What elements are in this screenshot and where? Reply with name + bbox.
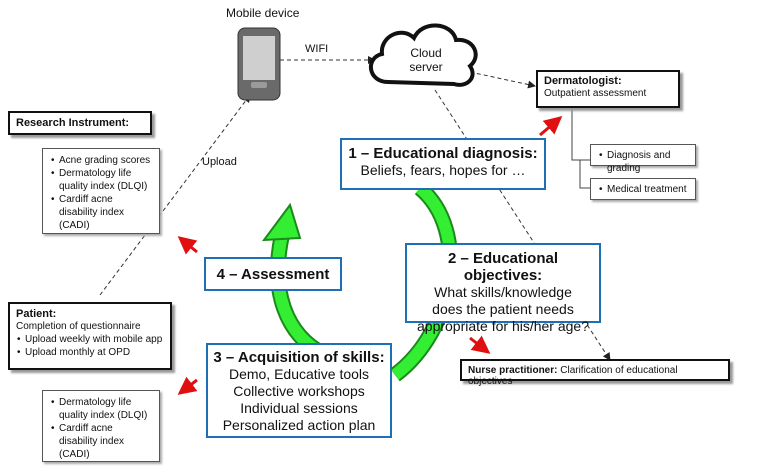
step3-title: 3 – Acquisition of skills: (213, 349, 385, 366)
cloud-label: Cloud server (396, 46, 456, 74)
research-box: Research Instrument: (8, 111, 152, 135)
step2-body-line: appropriate for his/her age? (417, 318, 589, 334)
patient-sub-item: Dermatology life quality index (DLQI) (51, 396, 153, 422)
step3-body-line: Individual sessions (240, 400, 358, 416)
research-item: Acne grading scores (51, 154, 153, 167)
device-label: Mobile device (226, 6, 300, 20)
patient-sub-item: Cardiff acne disability index (CADI) (51, 422, 153, 461)
red-arrow-to-nurse (469, 335, 491, 354)
dermatologist-item-treatment-text: Medical treatment (599, 183, 689, 196)
patient-subtitle: Completion of questionnaire (16, 321, 141, 332)
wifi-label: WIFI (305, 43, 329, 55)
step3-body-line: Demo, Educative tools (228, 366, 370, 382)
red-arrow-to-research (177, 236, 198, 255)
patient-sub-list: Dermatology life quality index (DLQI) Ca… (42, 390, 160, 462)
red-arrow-to-patient-sub (177, 376, 198, 395)
dermatologist-item-diagnosis-text: Diagnosis and grading (599, 149, 689, 175)
step3-box: 3 – Acquisition of skills: Demo, Educati… (206, 343, 392, 438)
nurse-text: Clarification of educational objectives (468, 365, 678, 387)
research-item: Dermatology life quality index (DLQI) (51, 167, 153, 193)
step3-body-line: Personalized action plan (222, 417, 376, 433)
dermatologist-item-treatment: Medical treatment (590, 178, 696, 200)
dermatologist-title: Dermatologist: (544, 75, 622, 87)
patient-item: Upload monthly at OPD (17, 346, 164, 359)
step2-body-line: What skills/knowledge (434, 284, 572, 300)
step1-box: 1 – Educational diagnosis: Beliefs, fear… (340, 138, 546, 190)
step3-body-line: Collective workshops (233, 383, 365, 399)
step2-box: 2 – Educational objectives: What skills/… (405, 243, 601, 334)
cloud-to-dermatologist-line (469, 71, 536, 89)
step1-title: 1 – Educational diagnosis: (348, 145, 538, 162)
dermatologist-item-diagnosis: Diagnosis and grading (590, 144, 696, 174)
dermatologist-subtitle: Outpatient assessment (544, 88, 647, 99)
nurse-box: Nurse practitioner: Clarification of edu… (460, 359, 730, 387)
cloud-icon (369, 23, 478, 87)
patient-title: Patient: (16, 308, 57, 320)
patient-item: Upload weekly with mobile app (17, 333, 164, 346)
patient-box: Patient: Completion of questionnaire Upl… (8, 302, 172, 370)
cloud-label-line2: server (409, 60, 443, 74)
step4-box: 4 – Assessment (204, 257, 342, 291)
step4-title: 4 – Assessment (216, 266, 330, 283)
red-arrow-to-dermatologist (539, 116, 563, 137)
research-item: Cardiff acne disability index (CADI) (51, 193, 153, 232)
step2-title: 2 – Educational objectives: (447, 250, 559, 284)
mobile-device-icon (237, 27, 281, 101)
research-list: Acne grading scores Dermatology life qua… (42, 148, 160, 234)
upload-label: Upload (202, 156, 237, 168)
step1-body: Beliefs, fears, hopes for … (360, 162, 526, 178)
dermatologist-tree (571, 108, 590, 189)
cloud-label-line1: Cloud (410, 46, 442, 60)
cycle-arrowhead (261, 202, 302, 242)
dermatologist-box: Dermatologist: Outpatient assessment (536, 70, 680, 108)
research-title: Research Instrument: (16, 117, 130, 129)
red-arrows (177, 116, 563, 395)
step2-body-line: does the patient needs (432, 301, 574, 317)
nurse-title: Nurse practitioner: (468, 365, 558, 376)
